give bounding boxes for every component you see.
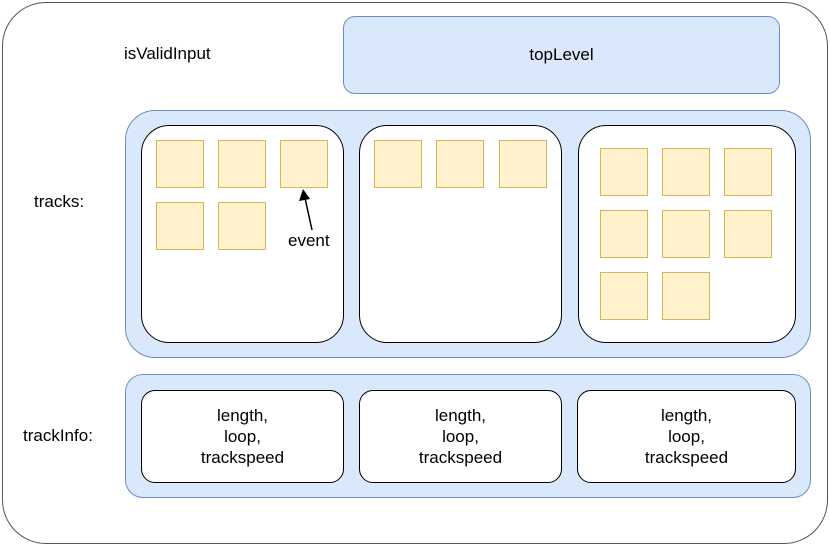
track-info-trackspeed: trackspeed	[418, 448, 503, 467]
event-box	[280, 140, 328, 188]
event-box	[724, 148, 772, 196]
event-label: event	[288, 231, 330, 250]
event-box	[374, 140, 422, 188]
is-valid-input-label: isValidInput	[124, 44, 211, 63]
event-box	[218, 140, 266, 188]
track-info-loop: loop,	[442, 427, 479, 446]
event-box	[600, 210, 648, 258]
track-info-3: length, loop, trackspeed	[577, 390, 796, 483]
top-level-box: topLevel	[343, 16, 780, 94]
event-box	[499, 140, 547, 188]
top-level-label: topLevel	[529, 45, 594, 64]
track-info-trackspeed: trackspeed	[644, 448, 729, 467]
event-box	[662, 210, 710, 258]
track-info-length: length,	[660, 406, 713, 425]
track-info-2: length, loop, trackspeed	[359, 390, 562, 483]
track-info-length: length,	[216, 406, 269, 425]
event-box	[662, 272, 710, 320]
track-info-label: trackInfo:	[23, 426, 93, 445]
event-box	[218, 202, 266, 250]
event-box	[662, 148, 710, 196]
event-box	[436, 140, 484, 188]
track-info-length: length,	[434, 406, 487, 425]
event-box	[600, 272, 648, 320]
event-box	[156, 202, 204, 250]
track-info-1: length, loop, trackspeed	[141, 390, 344, 483]
event-box	[156, 140, 204, 188]
tracks-label: tracks:	[34, 192, 85, 211]
track-info-loop: loop,	[668, 427, 705, 446]
track-info-trackspeed: trackspeed	[200, 448, 285, 467]
track-info-loop: loop,	[224, 427, 261, 446]
event-box	[724, 210, 772, 258]
event-box	[600, 148, 648, 196]
